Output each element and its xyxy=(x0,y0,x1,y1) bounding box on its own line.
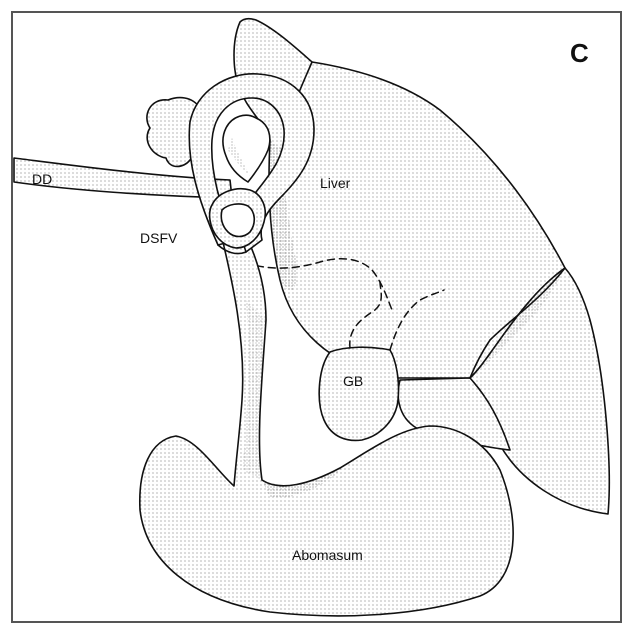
label-gb: GB xyxy=(343,373,363,389)
label-abomasum: Abomasum xyxy=(292,547,363,563)
label-dd: DD xyxy=(32,171,52,187)
label-liver: Liver xyxy=(320,175,351,191)
label-dsfv: DSFV xyxy=(140,230,178,246)
panel-label: C xyxy=(570,38,589,68)
